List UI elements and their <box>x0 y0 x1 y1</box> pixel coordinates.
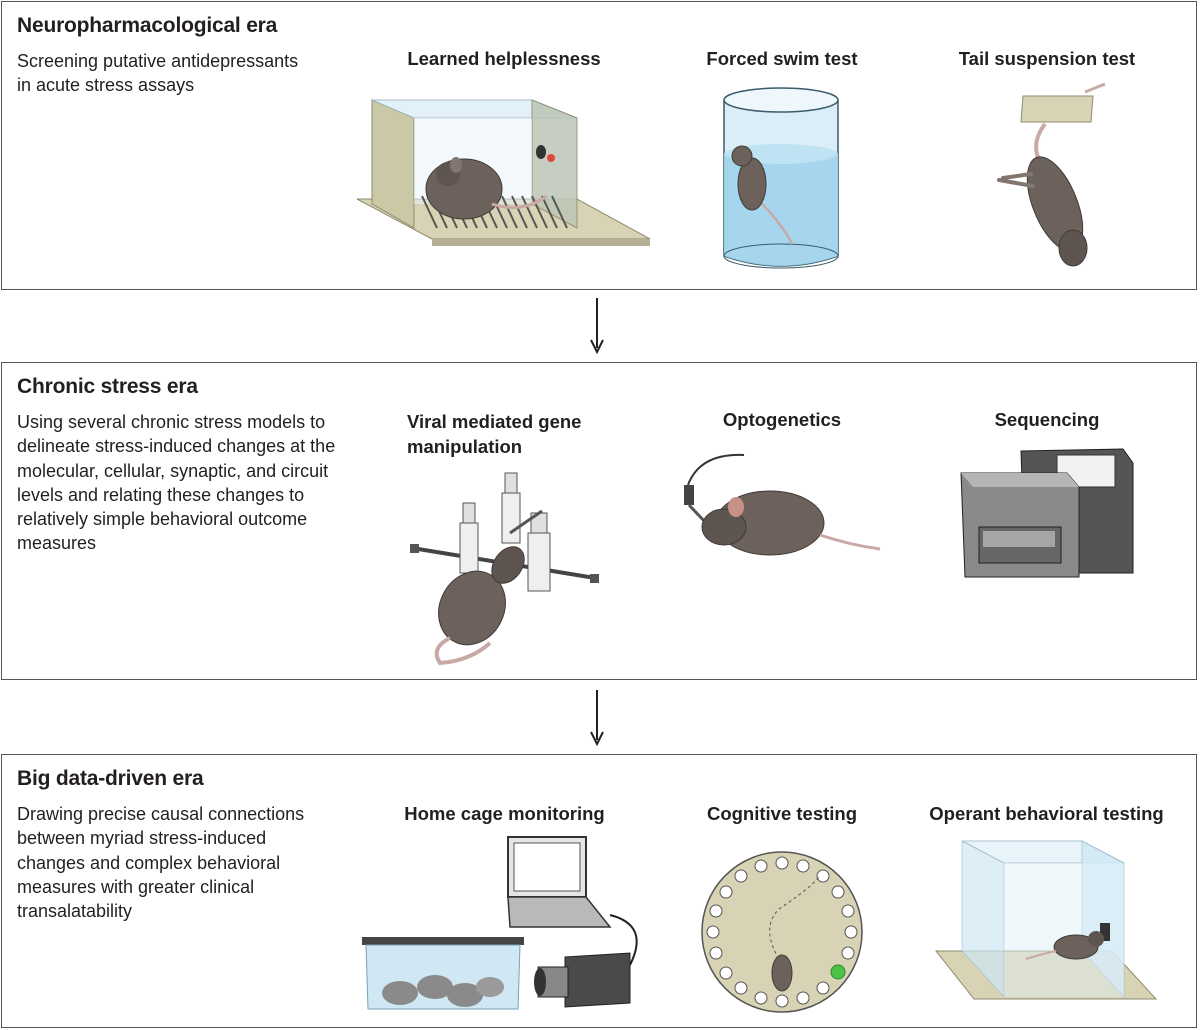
sequencer-illustration <box>960 448 1134 578</box>
method-label-learned-helplessness: Learned helplessness <box>407 48 601 69</box>
era-title: Chronic stress era <box>17 375 198 398</box>
method-label-forced-swim: Forced swim test <box>706 48 858 69</box>
method-label-tail-suspension: Tail suspension test <box>958 48 1136 69</box>
method-label-home-cage: Home cage monitoring <box>404 803 605 824</box>
optogenetics-illustration <box>684 453 881 556</box>
stereotaxic-frame-illustration <box>410 472 599 666</box>
learned-helplessness-box-illustration <box>356 99 651 246</box>
method-label-optogenetics: Optogenetics <box>722 409 842 430</box>
method-label-operant: Operant behavioral testing <box>929 803 1164 824</box>
era-description: Drawing precise causal connections betwe… <box>17 804 305 922</box>
era-panel-chronic-stress: Chronic stress era Using several chronic… <box>1 362 1197 680</box>
forced-swim-cylinder-illustration <box>723 87 839 269</box>
era-description: Using several chronic stress models to d… <box>17 412 336 554</box>
method-label-cognitive: Cognitive testing <box>706 803 858 824</box>
era-title: Big data-driven era <box>17 767 204 790</box>
operant-chamber-illustration <box>934 840 1158 1000</box>
home-cage-monitoring-illustration <box>362 836 638 1010</box>
tail-suspension-illustration <box>997 82 1106 267</box>
down-arrow-icon <box>590 690 604 747</box>
era-description: Screening putative antidepressants in ac… <box>17 51 299 96</box>
era-panel-neuropharmacological: Neuropharmacological era Screening putat… <box>1 1 1197 290</box>
era-panel-big-data: Big data-driven era Drawing precise caus… <box>1 754 1197 1028</box>
method-label-sequencing: Sequencing <box>994 409 1100 430</box>
era-title: Neuropharmacological era <box>17 14 278 37</box>
barnes-maze-illustration <box>701 851 863 1013</box>
method-label-viral-gene: Viral mediated gene manipulation <box>407 411 582 457</box>
down-arrow-icon <box>590 298 604 355</box>
